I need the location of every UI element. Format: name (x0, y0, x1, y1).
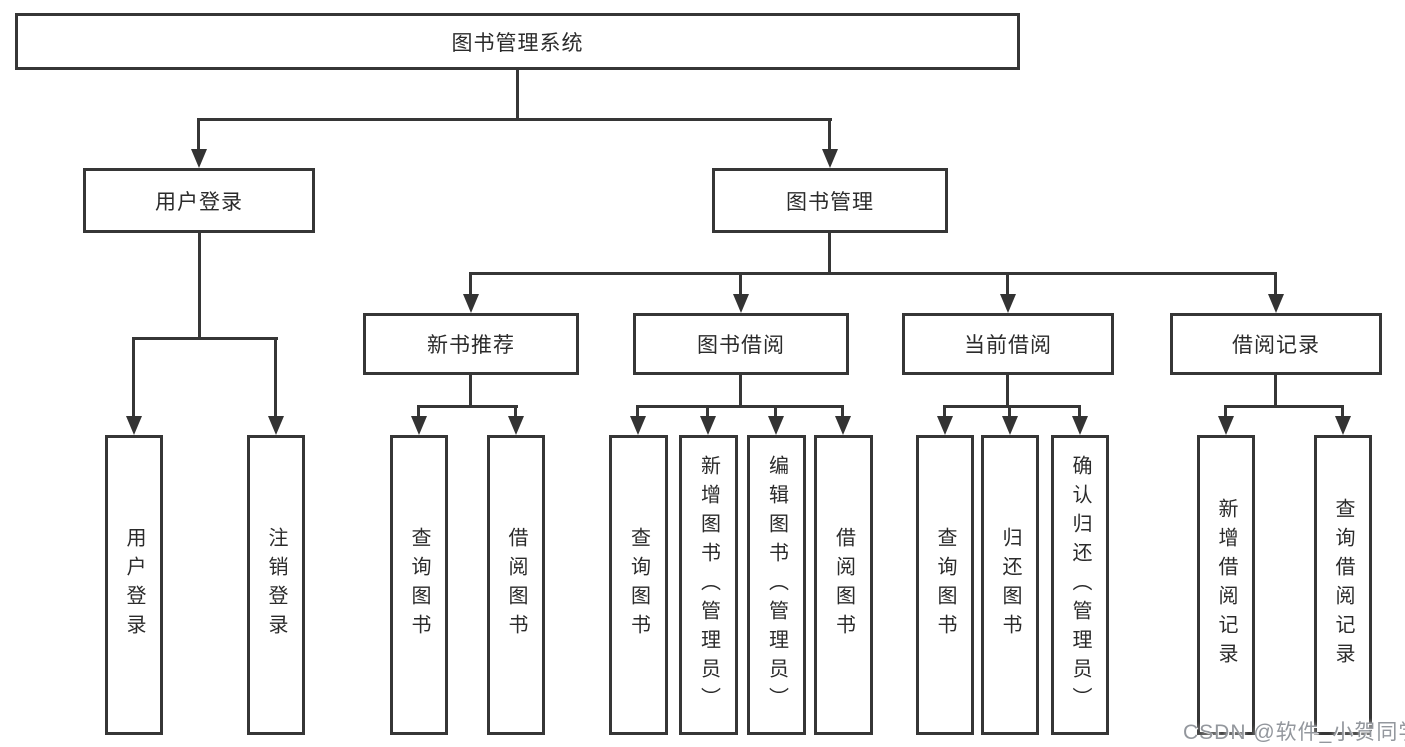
connector-drop-borrow-records (1274, 272, 1277, 296)
leaf-newbook-borrow-books: 借阅图书 (487, 435, 545, 735)
leaf-return-books-label: 归还图书 (999, 527, 1021, 643)
node-borrow-records-label: 借阅记录 (1232, 334, 1320, 357)
connector-borrowrecords-stem (1274, 375, 1277, 405)
connector-drop-leaf-logout (274, 337, 277, 417)
csdn-watermark: CSDN @软件_小贺同学 (1183, 721, 1405, 744)
connector-newbook-stem (469, 375, 472, 405)
arrow-to-borrow-records (1268, 294, 1284, 313)
node-root-label: 图书管理系统 (451, 31, 584, 55)
leaf-confirm-return-admin: 确认归还（管理员） (1051, 435, 1109, 735)
connector-drop-book-borrow (739, 272, 742, 296)
leaf-newbook-query-books: 查询图书 (390, 435, 448, 735)
connector-drop-g5-add (1224, 405, 1227, 418)
leaf-edit-books-admin: 编辑图书（管理员） (747, 435, 806, 735)
connector-drop-g4-confirm (1078, 405, 1081, 418)
connector-bookmgmt-stem (828, 233, 831, 272)
node-book-borrow-label: 图书借阅 (697, 334, 785, 357)
leaf-current-query-books-label: 查询图书 (934, 527, 956, 643)
leaf-current-query-books: 查询图书 (916, 435, 974, 735)
node-book-management: 图书管理 (712, 168, 948, 233)
connector-drop-leaf-login (132, 337, 135, 417)
leaf-borrow-borrow-books-label: 借阅图书 (832, 527, 855, 643)
connector-currentborrow-crossbar (943, 405, 1081, 408)
connector-root-stem (516, 70, 519, 118)
connector-newbook-crossbar (417, 405, 518, 408)
leaf-newbook-borrow-books-label: 借阅图书 (505, 527, 527, 643)
leaf-return-books: 归还图书 (981, 435, 1039, 735)
connector-drop-new-book (469, 272, 472, 296)
node-book-management-label: 图书管理 (786, 190, 874, 214)
connector-bookborrow-stem (739, 375, 742, 405)
connector-drop-g3-borrow (841, 405, 844, 418)
node-borrow-records: 借阅记录 (1170, 313, 1382, 375)
arrow-to-g3-edit (768, 416, 784, 435)
connector-drop-book-mgmt (828, 118, 831, 152)
leaf-edit-books-admin-label: 编辑图书（管理员） (765, 454, 788, 716)
arrow-to-leaf-login (126, 416, 142, 435)
arrow-to-current-borrow (1000, 294, 1016, 313)
node-new-book-recommend: 新书推荐 (363, 313, 579, 375)
connector-drop-g3-add (706, 405, 709, 418)
leaf-add-books-admin: 新增图书（管理员） (679, 435, 738, 735)
arrow-to-g4-return (1002, 416, 1018, 435)
connector-drop-g2-borrow (514, 405, 517, 418)
node-root-library-system: 图书管理系统 (15, 13, 1020, 70)
arrow-to-user-login (191, 149, 207, 168)
connector-drop-g5-query (1341, 405, 1344, 418)
arrow-to-g2-borrow (508, 416, 524, 435)
leaf-user-login-label: 用户登录 (123, 527, 145, 643)
arrow-to-g5-query (1335, 416, 1351, 435)
connector-currentborrow-stem (1006, 375, 1009, 405)
arrow-to-g3-add (700, 416, 716, 435)
node-current-borrow-label: 当前借阅 (964, 334, 1052, 357)
connector-drop-user-login (197, 118, 200, 152)
arrow-to-g3-query (630, 416, 646, 435)
node-user-login-label: 用户登录 (155, 190, 243, 214)
connector-drop-g4-query (943, 405, 946, 418)
leaf-query-borrow-record-label: 查询借阅记录 (1332, 498, 1354, 672)
arrow-to-new-book (463, 294, 479, 313)
arrow-to-g5-add (1218, 416, 1234, 435)
leaf-add-borrow-record-label: 新增借阅记录 (1215, 498, 1237, 672)
arrow-to-book-borrow (733, 294, 749, 313)
connector-bookmgmt-crossbar (469, 272, 1277, 275)
connector-bookborrow-crossbar (636, 405, 844, 408)
leaf-borrow-borrow-books: 借阅图书 (814, 435, 873, 735)
arrow-to-book-mgmt (822, 149, 838, 168)
connector-drop-current-borrow (1006, 272, 1009, 296)
arrow-to-g4-query (937, 416, 953, 435)
leaf-user-login: 用户登录 (105, 435, 163, 735)
connector-userlogin-stem (198, 233, 201, 337)
node-book-borrow: 图书借阅 (633, 313, 849, 375)
leaf-newbook-query-books-label: 查询图书 (408, 527, 430, 643)
arrow-to-g4-confirm (1072, 416, 1088, 435)
node-new-book-recommend-label: 新书推荐 (427, 334, 515, 357)
node-user-login: 用户登录 (83, 168, 315, 233)
connector-drop-g3-query (636, 405, 639, 418)
leaf-logout: 注销登录 (247, 435, 305, 735)
arrow-to-g3-borrow (835, 416, 851, 435)
arrow-to-g2-query (411, 416, 427, 435)
leaf-add-borrow-record: 新增借阅记录 (1197, 435, 1255, 735)
connector-drop-g2-query (417, 405, 420, 418)
leaf-query-borrow-record: 查询借阅记录 (1314, 435, 1372, 735)
connector-drop-g3-edit (774, 405, 777, 418)
node-current-borrow: 当前借阅 (902, 313, 1114, 375)
arrow-to-leaf-logout (268, 416, 284, 435)
leaf-confirm-return-admin-label: 确认归还（管理员） (1069, 454, 1091, 716)
connector-userlogin-crossbar (132, 337, 278, 340)
connector-drop-g4-return (1008, 405, 1011, 418)
leaf-add-books-admin-label: 新增图书（管理员） (697, 454, 720, 716)
leaf-borrow-query-books-label: 查询图书 (627, 527, 650, 643)
leaf-logout-label: 注销登录 (265, 527, 287, 643)
connector-root-crossbar (197, 118, 832, 121)
leaf-borrow-query-books: 查询图书 (609, 435, 668, 735)
connector-borrowrecords-crossbar (1224, 405, 1344, 408)
